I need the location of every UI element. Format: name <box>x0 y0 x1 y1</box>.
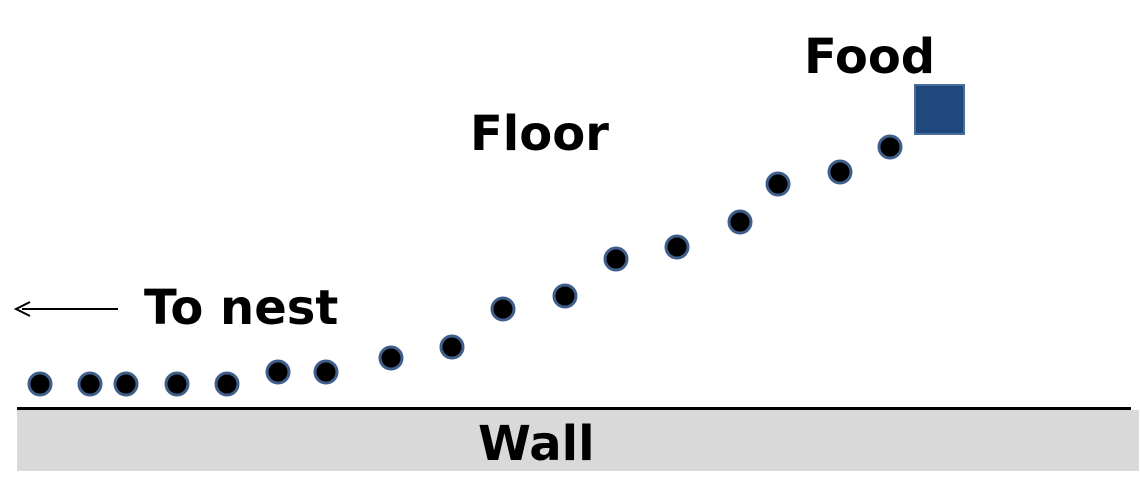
ant-dot-icon <box>727 209 753 235</box>
ant-dot-icon <box>313 359 339 385</box>
ant-dot-icon <box>552 283 578 309</box>
food-square-icon <box>914 84 965 135</box>
ant-dot-icon <box>214 371 240 397</box>
ant-dot-icon <box>378 345 404 371</box>
ant-dot-icon <box>265 359 291 385</box>
floor-label: Floor <box>470 106 609 162</box>
wall-label: Wall <box>478 416 595 472</box>
ant-dot-icon <box>827 159 853 185</box>
ant-trail <box>27 134 903 397</box>
wall-edge-line <box>17 407 1131 410</box>
ant-dot-icon <box>77 371 103 397</box>
food-label: Food <box>804 29 936 85</box>
ant-dot-icon <box>439 334 465 360</box>
ant-dot-icon <box>164 371 190 397</box>
ant-dot-icon <box>490 296 516 322</box>
ant-dot-icon <box>664 234 690 260</box>
left-arrow-icon <box>13 301 31 317</box>
ant-dot-icon <box>877 134 903 160</box>
ant-dot-icon <box>27 371 53 397</box>
wall-surface <box>17 410 1139 471</box>
to-nest-label: To nest <box>144 280 339 336</box>
ant-dot-icon <box>765 171 791 197</box>
ant-dot-icon <box>603 246 629 272</box>
ant-dot-icon <box>113 371 139 397</box>
nest-arrow <box>13 301 118 317</box>
